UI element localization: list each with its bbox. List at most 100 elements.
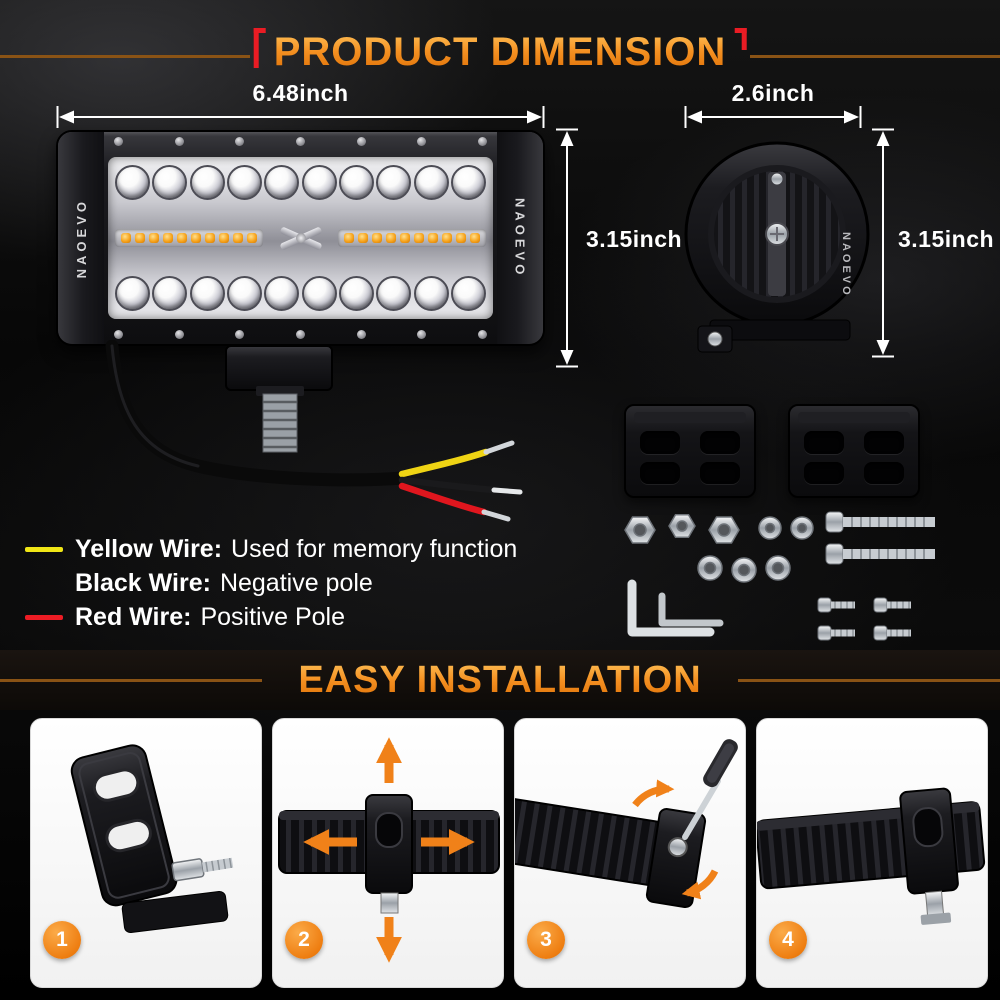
screw-icon [235, 137, 245, 146]
step-number: 3 [540, 928, 552, 951]
bracket-slots [804, 431, 904, 484]
white-led-icon [226, 165, 262, 200]
center-clamp-icon [278, 221, 323, 255]
screw-icon [295, 330, 305, 339]
step4-mounted-illustration [757, 787, 986, 925]
front-height-label: 3.15inch [586, 226, 683, 252]
amber-strip-left [115, 229, 263, 247]
wire-name: Black Wire: [75, 568, 211, 597]
amber-led-icon [456, 233, 466, 243]
screw-icon [477, 137, 487, 146]
step3-tighten-illustration [515, 739, 738, 909]
red-wire-swatch [25, 614, 63, 620]
allen-key-small-icon [658, 592, 724, 627]
header-line-right [750, 55, 1000, 58]
amber-led-icon [358, 233, 368, 243]
white-led-icon [189, 165, 225, 200]
front-width-dimension-arrow [56, 106, 545, 128]
amber-led-icon [177, 233, 187, 243]
hex-nuts [624, 513, 814, 544]
amber-led-icon [442, 233, 452, 243]
allen-key-large-icon [627, 579, 715, 637]
reflector-panel [108, 157, 493, 319]
screwdriver-shaft [682, 778, 721, 840]
white-led-icon [115, 276, 150, 311]
white-led-icon [376, 165, 412, 200]
red-bracket-left-icon [253, 28, 266, 68]
screw-icon [356, 137, 366, 146]
bracket-slots [640, 431, 740, 484]
amber-led-icon [149, 233, 159, 243]
screw-icon [295, 137, 305, 146]
step-number-badge: 3 [527, 921, 565, 959]
endcap-left: NAOEVO [58, 132, 104, 344]
amber-led-icon [219, 233, 229, 243]
white-led-icon [450, 276, 486, 311]
screw-row-top [114, 137, 487, 146]
white-led-icon [450, 165, 486, 200]
screw-icon [174, 137, 184, 146]
bracket-slot [640, 461, 680, 484]
amber-led-icon [386, 233, 396, 243]
wire-legend-black: Black Wire: Negative pole [25, 566, 373, 600]
light-bar-side-view [684, 141, 870, 353]
washers [697, 555, 791, 583]
short-bolts [817, 597, 911, 641]
white-led-icon [301, 165, 337, 200]
wire-desc: Negative pole [219, 568, 373, 597]
screw-icon [114, 330, 123, 339]
screw-icon [235, 330, 245, 339]
step-number-badge: 2 [285, 921, 323, 959]
brand-label: NAOEVO [73, 197, 89, 279]
white-led-icon [338, 276, 374, 311]
step-number-badge: 1 [43, 921, 81, 959]
white-led-icon [226, 276, 262, 311]
white-led-icon [413, 276, 449, 311]
amber-led-icon [135, 233, 145, 243]
screw-icon [356, 330, 366, 339]
step-number: 2 [298, 928, 310, 951]
amber-led-icon [247, 233, 257, 243]
product-dimension-header: PRODUCT DIMENSION [253, 28, 747, 75]
wiring-diagram [105, 340, 523, 522]
amber-led-icon [372, 233, 382, 243]
wire-name: Yellow Wire: [75, 534, 223, 563]
led-row-top [115, 165, 486, 200]
install-step-panel-1: 1 [30, 718, 262, 988]
white-led-icon [152, 276, 188, 311]
bracket-slot [864, 461, 904, 484]
step-number-badge: 4 [769, 921, 807, 959]
wire-desc: Positive Pole [200, 602, 345, 631]
bracket-slot [700, 461, 740, 484]
side-width-dimension-arrow [684, 106, 862, 128]
step-number: 4 [782, 928, 794, 951]
mounting-bracket-left [624, 404, 756, 498]
white-led-icon [376, 276, 412, 311]
easy-installation-header: EASY INSTALLATION [0, 650, 1000, 710]
bracket-slot [864, 431, 904, 454]
wire-desc: Used for memory function [231, 534, 518, 563]
amber-led-icon [414, 233, 424, 243]
band-line-right [738, 679, 1000, 682]
section-title: EASY INSTALLATION [298, 658, 702, 701]
white-led-icon [152, 165, 188, 200]
white-led-icon [189, 276, 225, 311]
front-height-dimension-arrow [556, 128, 578, 368]
header-line-left [0, 55, 250, 58]
brand-label: NAOEVO [840, 232, 852, 298]
band-line-left [0, 679, 262, 682]
step-number: 1 [56, 928, 68, 951]
step2-adjust-illustration [278, 737, 500, 963]
step1-bracket-illustration [70, 744, 234, 934]
side-height-dimension-arrow [872, 128, 894, 358]
page-title: PRODUCT DIMENSION [273, 30, 727, 74]
light-bar-front-view: NAOEVO NAOEVO [56, 130, 545, 346]
amber-led-icon [205, 233, 215, 243]
front-width-label: 6.48inch [252, 80, 349, 106]
screw-icon [417, 330, 427, 339]
screw-icon [417, 137, 427, 146]
amber-led-icon [233, 233, 243, 243]
wire-legend-yellow: Yellow Wire: Used for memory function [25, 532, 517, 566]
led-row-bottom [115, 276, 486, 311]
